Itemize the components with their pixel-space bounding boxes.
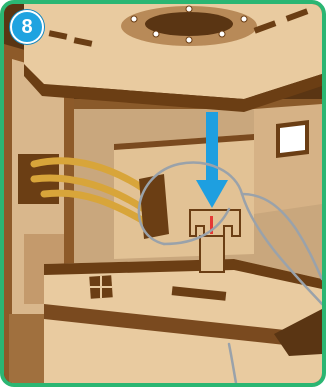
assembly-illustration bbox=[4, 4, 322, 383]
side-panel bbox=[254, 104, 322, 214]
middle-panel bbox=[114, 134, 254, 259]
step-number: 8 bbox=[21, 16, 32, 39]
step-number-badge: 8 bbox=[10, 10, 44, 44]
